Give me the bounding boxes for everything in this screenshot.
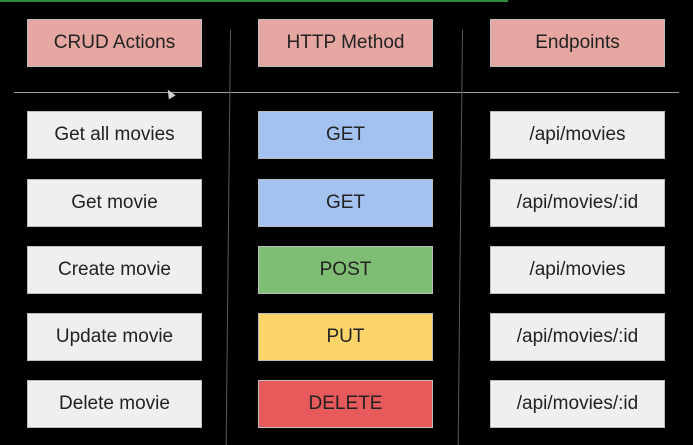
endpoint-get-all-movies: /api/movies (490, 111, 665, 159)
header-endpoints: Endpoints (490, 19, 665, 67)
endpoint-delete-movie: /api/movies/:id (490, 380, 665, 428)
method-delete-movie: DELETE (258, 380, 433, 428)
endpoint-create-movie: /api/movies (490, 246, 665, 294)
endpoint-update-movie: /api/movies/:id (490, 313, 665, 361)
mouse-cursor-icon (164, 87, 176, 100)
action-get-movie: Get movie (27, 179, 202, 227)
header-crud-actions: CRUD Actions (27, 19, 202, 67)
action-delete-movie: Delete movie (27, 380, 202, 428)
method-create-movie: POST (258, 246, 433, 294)
method-get-movie: GET (258, 179, 433, 227)
top-accent-line (0, 0, 508, 2)
action-create-movie: Create movie (27, 246, 202, 294)
action-get-all-movies: Get all movies (27, 111, 202, 159)
header-divider (14, 92, 679, 93)
method-update-movie: PUT (258, 313, 433, 361)
method-get-all-movies: GET (258, 111, 433, 159)
endpoint-get-movie: /api/movies/:id (490, 179, 665, 227)
header-http-method: HTTP Method (258, 19, 433, 67)
action-update-movie: Update movie (27, 313, 202, 361)
